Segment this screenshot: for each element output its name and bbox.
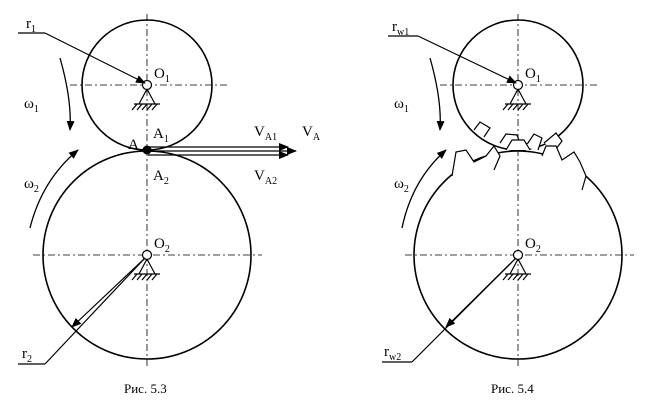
label-omega1: ω1 xyxy=(24,96,39,115)
r2-leader xyxy=(18,257,146,365)
velocity-vectors xyxy=(148,143,297,159)
omega2-rotation-arrow-2 xyxy=(401,149,447,229)
label-omega2-2: ω2 xyxy=(394,176,409,195)
label-r2: r2 xyxy=(22,346,32,365)
label-a1: A1 xyxy=(153,126,169,145)
r1-leader xyxy=(18,32,146,84)
label-rw2: rw2 xyxy=(384,344,401,363)
label-o2: O2 xyxy=(154,236,170,255)
center-lines xyxy=(33,14,262,368)
label-a: A xyxy=(128,137,139,153)
label-o1: O1 xyxy=(154,66,170,85)
label-va1: VA1 xyxy=(254,124,277,143)
caption-fig-5-3: Рис. 5.3 xyxy=(124,381,167,396)
label-va2: VA2 xyxy=(254,168,277,187)
label-o1-2: O1 xyxy=(525,66,541,85)
pivot-support-o2 xyxy=(131,249,160,281)
rw1-leader xyxy=(388,35,517,84)
label-omega1-2: ω1 xyxy=(394,96,409,115)
omega2-rotation-arrow xyxy=(29,149,79,229)
omega1-rotation-arrow xyxy=(59,57,75,131)
label-omega2: ω2 xyxy=(24,176,39,195)
pivot-support-o2-2 xyxy=(502,249,531,281)
label-a2: A2 xyxy=(153,168,169,187)
gear-teeth xyxy=(451,121,587,191)
label-o2-2: O2 xyxy=(525,236,541,255)
rw2-leader xyxy=(382,257,517,363)
caption-fig-5-4: Рис. 5.4 xyxy=(491,381,534,396)
label-r1: r1 xyxy=(26,16,36,35)
label-rw1: rw1 xyxy=(392,19,409,38)
figure-5-4: rw1 O1 ω1 ω2 O2 rw2 Рис. 5.4 xyxy=(382,14,634,396)
contact-point-a xyxy=(142,145,152,155)
label-va: VA xyxy=(302,124,321,143)
figure-5-3: r1 O1 ω1 A A1 A2 VA1 VA VA2 ω2 O2 r2 Рис… xyxy=(18,14,321,396)
omega1-rotation-arrow-2 xyxy=(429,57,445,131)
